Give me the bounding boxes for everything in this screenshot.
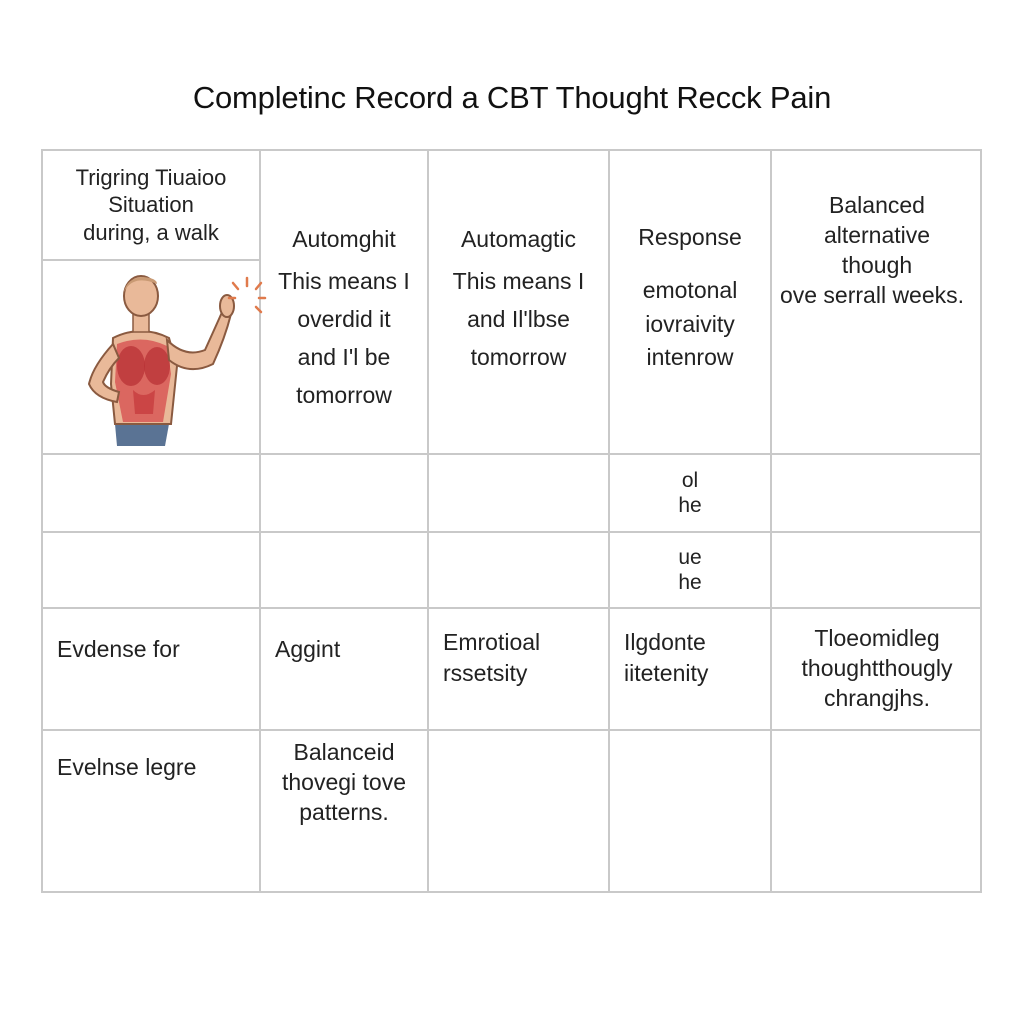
cell-line: and I'l be	[297, 343, 391, 370]
page-title: Completinc Record a CBT Thought Recck Pa…	[192, 80, 832, 115]
cell-line: This means I	[452, 267, 585, 294]
row-divider	[43, 259, 259, 261]
cell-line: Tloeomidleg	[814, 625, 940, 652]
evidence-against-cell-1: Balanceid thovegi tove patterns.	[261, 731, 427, 835]
cell-line: thovegi tove	[281, 769, 407, 796]
cell-line: iovraivity	[645, 310, 735, 337]
row-divider	[43, 531, 980, 533]
automatic-thought-column-1: Automghit This means I overdid it and I'…	[261, 151, 427, 453]
situation-line: during, a walk	[83, 219, 219, 245]
pain-burst-icon	[227, 276, 267, 314]
cell-line: tomorrow	[296, 381, 392, 408]
person-with-pain-icon	[73, 274, 267, 454]
cell-line: thoughtthougly	[801, 655, 953, 682]
column-divider	[770, 151, 772, 891]
cell-line: he	[678, 494, 702, 517]
column-heading: Automghit	[292, 226, 396, 252]
automatic-thought-column-2: Automagtic This means I and Il'lbse tomo…	[429, 151, 608, 453]
column-heading: Response	[638, 224, 742, 250]
evidence-for-cell-4: Tloeomidleg thoughtthougly chrangjhs.	[772, 609, 982, 729]
column-heading: Automagtic	[460, 226, 577, 252]
balanced-alternative-column: Balanced alternative though ove serrall …	[772, 151, 982, 453]
cell-line: ue	[678, 545, 702, 569]
cell-line: Ilgdonte	[624, 628, 706, 655]
evidence-against-label: Evelnse legre	[43, 731, 259, 805]
evidence-for-cell-1: Aggint	[261, 609, 427, 691]
cell-line: This means I	[278, 267, 410, 294]
cell-line: patterns.	[299, 798, 389, 825]
column-divider	[608, 151, 610, 891]
column-divider	[427, 151, 429, 891]
cell-line: Aggint	[275, 636, 341, 663]
mid-row-cell-2: ue he	[610, 533, 770, 607]
cell-line: iitetenity	[624, 660, 709, 686]
response-column: Response emotonal iovraivity intenrow	[610, 151, 770, 453]
cell-line: Balanced	[829, 192, 925, 218]
row-divider	[43, 453, 980, 455]
cell-line: ove serrall weeks.	[779, 281, 965, 308]
row-divider	[43, 729, 980, 731]
cell-line: and Il'lbse	[467, 305, 570, 332]
cell-line: Balanceid	[293, 739, 395, 766]
cell-line: he	[678, 571, 702, 594]
mid-row-cell-1: ol he	[610, 455, 770, 531]
cell-line: emotonal	[642, 277, 738, 304]
cell-line: though	[841, 251, 913, 278]
cell-line: Emrotioal	[443, 628, 541, 655]
cell-line: tomorrow	[470, 343, 567, 370]
cell-line: alternative	[823, 221, 931, 248]
evidence-for-label: Evdense for	[43, 609, 259, 691]
thought-record-table: Trigring Tiuaioo Situation during, a wal…	[41, 149, 982, 893]
situation-header-cell: Trigring Tiuaioo Situation during, a wal…	[43, 151, 259, 259]
cell-line: chrangjhs.	[823, 684, 931, 711]
row-label: Evdense for	[57, 636, 180, 663]
cell-line: ol	[681, 468, 699, 492]
cell-line: intenrow	[646, 344, 734, 371]
cell-line: rssetsity	[443, 660, 528, 686]
situation-line: Trigring Tiuaioo	[75, 164, 227, 190]
evidence-for-cell-2: Emrotioal rssetsity	[429, 609, 608, 707]
evidence-for-cell-3: Ilgdonte iitetenity	[610, 609, 770, 707]
column-divider	[259, 151, 261, 891]
row-divider	[43, 607, 980, 609]
row-label: Evelnse legre	[57, 754, 197, 781]
cell-line: overdid it	[297, 305, 391, 332]
situation-line: Situation	[108, 192, 194, 218]
